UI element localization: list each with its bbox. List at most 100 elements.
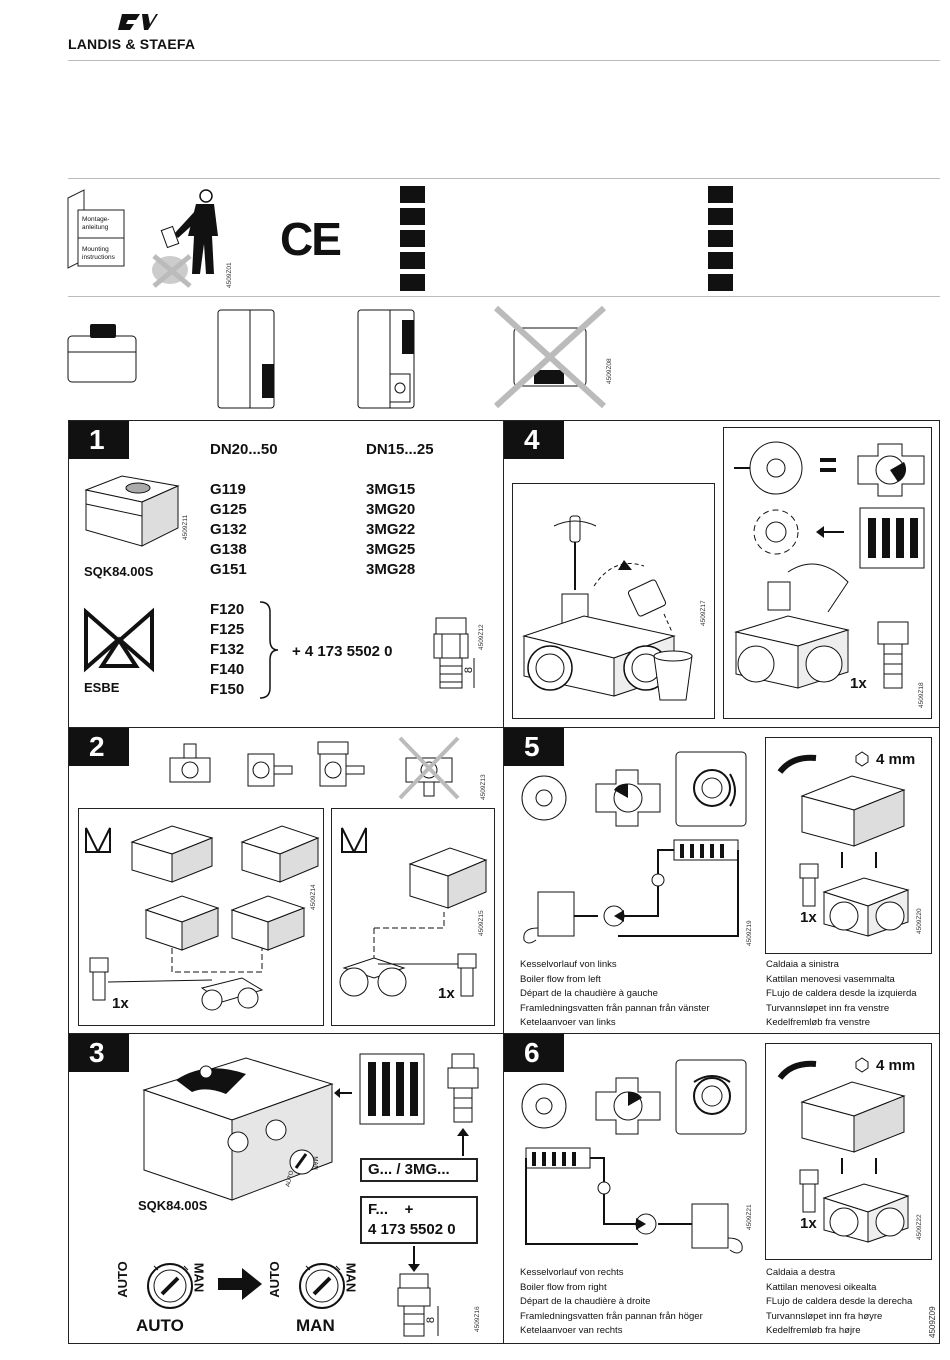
- s1-col-a-1: G125: [210, 501, 247, 518]
- s2-frame-a: [78, 808, 324, 1026]
- brand-mark-icon: [118, 14, 158, 30]
- language-markers-b: [708, 186, 733, 292]
- s1-col-a-2: G132: [210, 521, 247, 538]
- doc-label-bottom-2: instructions: [82, 254, 115, 261]
- code-intro-b: 4509Z08: [606, 358, 613, 384]
- code-s2-c: 4509Z15: [478, 910, 485, 936]
- s1-col-a-list: G119 G125 G132 G138 G151: [210, 480, 247, 580]
- actuator-icon: [84, 475, 180, 547]
- s1-f-0: F120: [210, 601, 245, 618]
- step-1-number: 1: [69, 421, 129, 459]
- s5-cap-left-1: Boiler flow from left: [520, 973, 601, 985]
- s6-cap-right-2: FLujo de caldera desde la derecha: [766, 1296, 913, 1307]
- s3-label-arrow-icon: [334, 1088, 352, 1098]
- ce-mark: CE: [280, 213, 342, 265]
- step-4-number: 4: [504, 421, 564, 459]
- code-s3: 4509Z16: [474, 1306, 481, 1332]
- rule-1: [68, 178, 940, 179]
- s4-frame-a: [512, 483, 715, 719]
- code-s2-b: 4509Z14: [310, 884, 317, 910]
- s1-col-b-4: 3MG28: [366, 561, 416, 578]
- s6-cap-right-3: Turvannsløpet inn fra høyre: [766, 1310, 883, 1322]
- mode-man-label: MAN: [296, 1316, 335, 1335]
- code-s6-a: 4509Z21: [746, 1204, 753, 1230]
- s3-dim: 8: [425, 1316, 438, 1324]
- rule-2: [68, 296, 940, 297]
- s5-cap-left-3: Framledningsvatten från pannan från väns…: [520, 1002, 710, 1014]
- code-s4-b: 4509Z18: [918, 682, 925, 708]
- s5-qty: 1x: [800, 909, 817, 926]
- code-s5-a: 4509Z19: [746, 920, 753, 946]
- knob-man-side-label: MAN: [191, 1262, 207, 1293]
- code-intro-a: 4509Z01: [226, 262, 233, 288]
- s5-cap-left-2: Départ de la chaudière à gauche: [520, 988, 658, 999]
- s3-knob-man-label: MAN: [311, 1156, 318, 1170]
- s5-cap-right-3: Turvannsløpet inn fra venstre: [766, 1002, 890, 1014]
- intro-documents: Montage- anleitung Mounting instructions…: [67, 188, 238, 288]
- s3-actuator-illustration: [142, 1057, 334, 1201]
- s5-cap-right-4: Kedelfremløb fra venstre: [766, 1017, 871, 1028]
- valve-stem-icon: [433, 617, 475, 689]
- position-side-left-icon: [217, 309, 275, 409]
- assembly-sequence-b: [339, 827, 488, 997]
- doc-label-bottom-1: Mounting: [82, 246, 109, 253]
- position-horizontal-icon: [67, 324, 137, 383]
- s6-cap-left-1: Boiler flow from right: [520, 1281, 607, 1293]
- brand-name: LANDIS & STAEFA: [68, 36, 196, 52]
- s6-hydraulic-diagram: [525, 1147, 743, 1254]
- s3-box-b-line2: 4 173 5502 0: [368, 1221, 456, 1238]
- s1-col-a-4: G151: [210, 561, 247, 578]
- s5-actuator-mounting: [777, 751, 910, 937]
- s3-stem-icon: [447, 1053, 479, 1156]
- brace-icon: [259, 601, 279, 699]
- s1-f-3: F140: [210, 661, 245, 678]
- s3-product: SQK84.00S: [138, 1198, 208, 1213]
- s1-col-b-1: 3MG20: [366, 501, 416, 518]
- arrow-right-icon: [218, 1268, 262, 1300]
- s5-frame: [765, 737, 932, 954]
- s5-cap-left-4: Ketelaanvoer van links: [520, 1017, 616, 1028]
- s3-box-a-text: G... / 3MG...: [368, 1161, 450, 1178]
- code-s6-b: 4509Z22: [916, 1214, 923, 1240]
- s2-frame-b: [331, 808, 495, 1026]
- s1-col-a-0: G119: [210, 481, 246, 498]
- knob-man-icon: [299, 1263, 345, 1309]
- s4-frame-b: [723, 427, 932, 719]
- s5-captions-right: Caldaia a sinistra Kattilan menovesi vas…: [766, 958, 917, 1031]
- s6-qty: 1x: [800, 1215, 817, 1232]
- three-way-valve-icon: [84, 607, 154, 673]
- code-s5-b: 4509Z20: [916, 908, 923, 934]
- s5-indicators: [521, 751, 747, 827]
- s6-cap-right-1: Kattilan menovesi oikealta: [766, 1281, 877, 1293]
- s1-f-2: F132: [210, 641, 245, 658]
- person-disposal-icon: [152, 189, 218, 288]
- code-s4-a: 4509Z17: [700, 600, 707, 626]
- s3-box-a: [360, 1158, 478, 1182]
- s1-col-b-3: 3MG25: [366, 541, 416, 558]
- s1-f-1: F125: [210, 621, 245, 638]
- step-6-number: 6: [504, 1034, 564, 1072]
- s3-box-b: [360, 1196, 478, 1244]
- s2-qty-a: 1x: [112, 995, 129, 1012]
- s3-adapter-icon: [397, 1246, 439, 1337]
- document-icon: [67, 189, 125, 269]
- brand-logo: LANDIS & STAEFA: [68, 12, 208, 54]
- s3-label-plate-icon: [359, 1053, 425, 1125]
- doc-label-top-1: Montage-: [82, 216, 110, 223]
- direction-indicator-illustration: [734, 441, 925, 689]
- s6-cap-right-4: Kedelfremløb fra højre: [766, 1325, 861, 1336]
- s4-qty: 1x: [850, 675, 867, 692]
- valve-screwdriver-illustration: [522, 515, 693, 701]
- s6-cap-left-3: Framledningsvatten från pannan från höge…: [520, 1310, 703, 1322]
- grid-hline-1: [68, 727, 940, 728]
- code-page: 4509Z09: [928, 1306, 937, 1338]
- s6-cap-right-0: Caldaia a destra: [766, 1267, 836, 1278]
- step-3-number: 3: [69, 1034, 129, 1072]
- doc-label-top: Montage- anleitung: [82, 216, 109, 232]
- knob-auto-icon: [147, 1263, 193, 1309]
- s5-hydraulic-diagram: [523, 839, 739, 944]
- s1-col-b-head: DN15...25: [366, 441, 434, 458]
- grid-vline: [503, 420, 504, 1344]
- s1-dim: 8: [463, 666, 476, 674]
- s6-indicators: [521, 1059, 747, 1135]
